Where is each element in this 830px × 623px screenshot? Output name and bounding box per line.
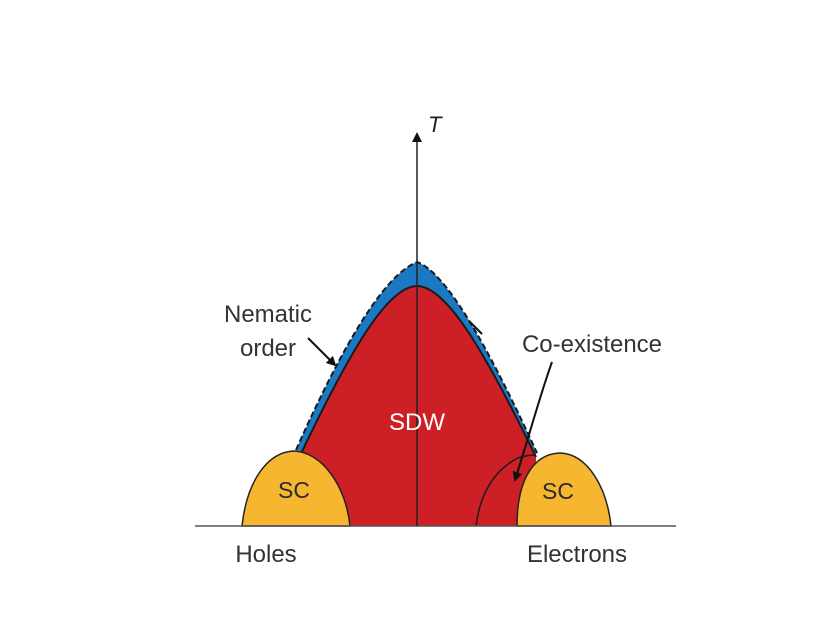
sc-dome-right xyxy=(516,452,612,527)
coexistence-label: Co-existence xyxy=(522,331,662,358)
nematic-boundary-tick xyxy=(469,321,483,335)
nematic-label-line2: order xyxy=(240,335,296,362)
holes-label: Holes xyxy=(235,541,296,568)
nematic-arrow xyxy=(307,337,337,367)
temperature-axis-label: T xyxy=(428,112,443,137)
sc-dome-left xyxy=(241,450,351,527)
sdw-label: SDW xyxy=(389,409,445,436)
nematic-region xyxy=(296,262,537,457)
electrons-label: Electrons xyxy=(527,541,627,568)
nematic-label-line1: Nematic xyxy=(224,301,312,328)
coexistence-boundary xyxy=(475,454,537,527)
sc-label-left: SC xyxy=(278,477,310,503)
coexistence-arrow xyxy=(512,361,553,482)
sc-label-right: SC xyxy=(542,478,574,504)
